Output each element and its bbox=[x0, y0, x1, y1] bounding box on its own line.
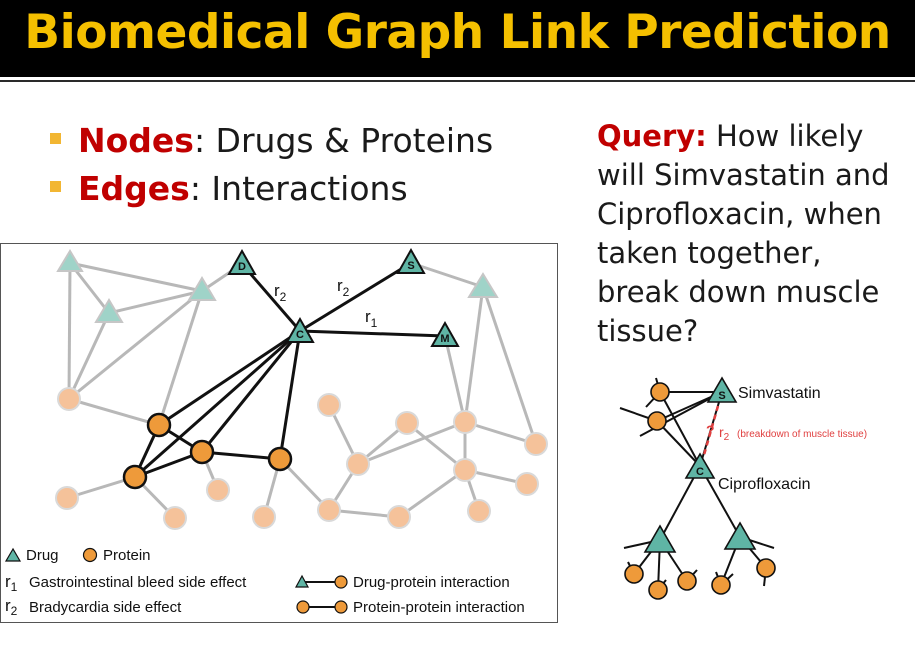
legend-dp-protein-icon bbox=[334, 575, 348, 589]
question-mark: ? bbox=[706, 422, 715, 438]
bullet-square-icon bbox=[50, 133, 61, 144]
legend-dp-text: Drug-protein interaction bbox=[353, 574, 510, 591]
drug-letter: S bbox=[718, 390, 725, 402]
legend-r2-text: Bradycardia side effect bbox=[29, 599, 182, 616]
legend-r1-symbol: r1 bbox=[5, 572, 18, 594]
interaction-graph: D S C M r2 r2 r1 Drug Protein r1 Gastroi… bbox=[4, 247, 548, 618]
drug-node-m bbox=[430, 320, 460, 347]
protein-node bbox=[453, 410, 477, 434]
highlighted-drugs bbox=[227, 247, 460, 347]
drug-node-s bbox=[396, 247, 426, 274]
protein-node bbox=[189, 439, 215, 465]
query-drug-names: Simvastatin Ciprofloxacin bbox=[718, 385, 821, 493]
protein-node bbox=[267, 446, 293, 472]
edge-label: r1 bbox=[365, 307, 378, 330]
simvastatin-label: Simvastatin bbox=[738, 385, 821, 402]
protein-node bbox=[453, 458, 477, 482]
drug-node bbox=[187, 276, 217, 301]
drug-letter: C bbox=[696, 466, 704, 478]
query-subgraph-figure: S C Simvastatin Ciprofloxacin ? r2 (brea… bbox=[600, 365, 910, 615]
drug-node bbox=[94, 298, 124, 323]
title-divider bbox=[0, 80, 915, 82]
protein-node bbox=[317, 498, 341, 522]
relation-text: (breakdown of muscle tissue) bbox=[737, 429, 867, 440]
bullet-square-icon bbox=[50, 181, 61, 192]
legend-pp-text: Protein-protein interaction bbox=[353, 599, 525, 616]
slide-title: Biomedical Graph Link Prediction bbox=[24, 5, 891, 60]
protein-node bbox=[206, 478, 230, 502]
query-subgraph: S C Simvastatin Ciprofloxacin ? r2 (brea… bbox=[619, 376, 867, 600]
bullet-nodes: Nodes: Drugs & Proteins bbox=[50, 117, 493, 165]
legend-r2-symbol: r2 bbox=[5, 596, 18, 618]
protein-node bbox=[57, 387, 81, 411]
protein-node bbox=[524, 432, 548, 456]
query-drug-letters: S C bbox=[696, 390, 726, 478]
protein-node bbox=[163, 506, 187, 530]
bullet-keyword: Nodes bbox=[78, 121, 194, 160]
bullet-text: : Drugs & Proteins bbox=[193, 121, 494, 160]
drug-node-c bbox=[285, 316, 315, 343]
query-label: Query: bbox=[597, 119, 707, 153]
protein-node bbox=[122, 464, 148, 490]
protein-node bbox=[650, 382, 670, 402]
interaction-graph-figure: D S C M r2 r2 r1 Drug Protein r1 Gastroi… bbox=[0, 243, 558, 623]
bullet-list: Nodes: Drugs & Proteins Edges: Interacti… bbox=[50, 117, 493, 213]
bullet-text: : Interactions bbox=[189, 169, 408, 208]
drug-node bbox=[56, 249, 84, 272]
title-bar bbox=[0, 0, 915, 77]
legend-dp-drug-icon bbox=[294, 574, 310, 588]
drug-letter: C bbox=[296, 329, 304, 341]
protein-node bbox=[648, 580, 668, 600]
protein-node bbox=[756, 558, 776, 578]
drug-letters: D S C M bbox=[238, 260, 450, 345]
protein-node bbox=[252, 505, 276, 529]
edge-label: r2 bbox=[274, 281, 287, 304]
drug-node bbox=[643, 524, 677, 553]
relation-symbol: r2 bbox=[719, 424, 730, 443]
legend-drug-label: Drug bbox=[26, 547, 59, 564]
protein-node bbox=[711, 575, 731, 595]
protein-node bbox=[387, 505, 411, 529]
protein-node bbox=[395, 411, 419, 435]
protein-node bbox=[317, 393, 341, 417]
edge-labels: r2 r2 r1 bbox=[274, 276, 378, 330]
drug-letter: D bbox=[238, 261, 246, 273]
drug-node bbox=[467, 272, 499, 298]
query-text-block: Query: How likely will Simvastatin and C… bbox=[597, 117, 907, 351]
legend: Drug Protein r1 Gastrointestinal bleed s… bbox=[4, 547, 525, 618]
legend-protein-label: Protein bbox=[103, 547, 151, 564]
ciprofloxacin-label: Ciprofloxacin bbox=[718, 476, 810, 493]
protein-node bbox=[677, 571, 697, 591]
legend-pp-protein-icon bbox=[334, 600, 348, 614]
legend-drug-icon bbox=[4, 547, 22, 562]
legend-pp-protein-icon bbox=[296, 600, 310, 614]
drug-node bbox=[723, 521, 757, 550]
protein-node bbox=[647, 411, 667, 431]
protein-node bbox=[515, 472, 539, 496]
protein-node bbox=[467, 499, 491, 523]
protein-node bbox=[55, 486, 79, 510]
drug-node-d bbox=[227, 248, 257, 275]
legend-r1-text: Gastrointestinal bleed side effect bbox=[29, 574, 247, 591]
query-question: How likely will Simvastatin and Ciproflo… bbox=[597, 119, 890, 348]
background-drugs bbox=[56, 249, 499, 323]
query-proteins bbox=[624, 382, 776, 600]
bullet-keyword: Edges bbox=[78, 169, 190, 208]
drug-letter: M bbox=[440, 333, 449, 345]
highlighted-proteins bbox=[122, 412, 293, 490]
query-relation-label: ? r2 (breakdown of muscle tissue) bbox=[706, 422, 867, 443]
drug-node-simvastatin bbox=[706, 376, 738, 403]
protein-node bbox=[146, 412, 172, 438]
drug-node-ciprofloxacin bbox=[684, 452, 716, 479]
query-drugs bbox=[643, 376, 757, 553]
protein-node bbox=[346, 452, 370, 476]
protein-node bbox=[624, 564, 644, 584]
drug-letter: S bbox=[407, 260, 414, 272]
legend-protein-icon bbox=[82, 547, 98, 563]
bullet-edges: Edges: Interactions bbox=[50, 165, 493, 213]
edge-label: r2 bbox=[337, 276, 350, 299]
background-proteins bbox=[55, 387, 548, 530]
